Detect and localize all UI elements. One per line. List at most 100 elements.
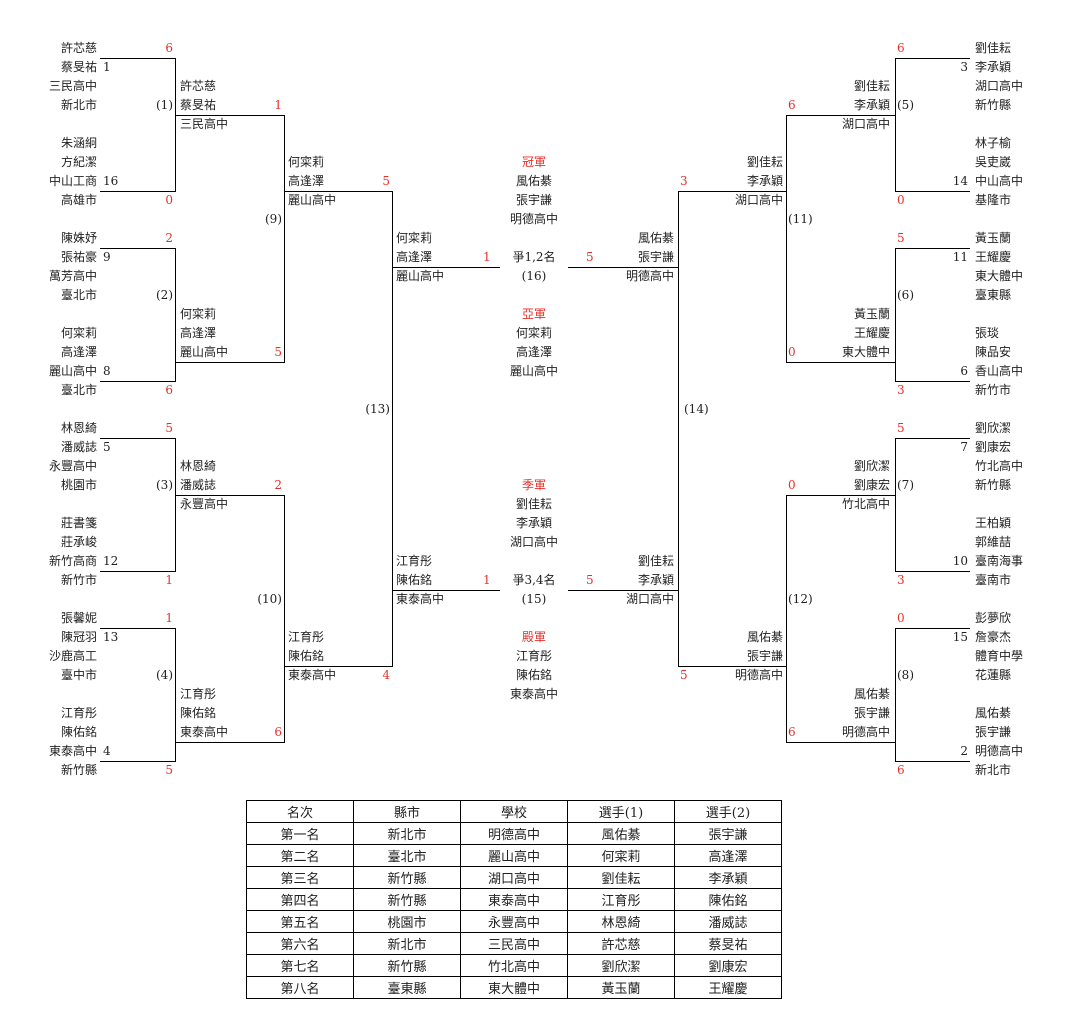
ranking-cell-city: 新北市 [353,822,461,845]
bracket-line [284,115,285,363]
entry-seed: 16 [103,174,119,188]
award-label: 季軍 [521,478,546,492]
entry-city: 新竹縣 [975,98,1012,112]
match-score: 5 [165,763,173,777]
ranking-cell-player2: 李承穎 [674,866,782,889]
winner-school: 麗山高中 [180,345,229,359]
ranking-cell-player2: 潘威誌 [674,910,782,933]
bracket-line [175,742,284,743]
match-label: (5) [897,98,914,112]
entry-seed: 12 [103,554,119,568]
match-score: 5 [897,231,905,245]
match-label: (7) [897,478,914,492]
entry-school: 中山工商 [48,174,97,188]
award-school: 東泰高中 [509,687,558,701]
entry-city: 桃園市 [60,478,97,492]
ranking-cell-city: 新竹縣 [353,866,461,889]
winner-school: 麗山高中 [288,193,337,207]
bracket-line [895,381,970,382]
match-score: 0 [788,478,796,492]
entry-player1: 莊書箋 [60,516,97,530]
entry-player1: 黃玉蘭 [975,231,1012,245]
bracket-line [175,495,284,496]
entry-school: 明德高中 [975,744,1024,758]
entry-player2: 郭維喆 [975,535,1012,549]
winner-player2: 劉康宏 [853,478,890,492]
award-player2: 陳佑銘 [515,668,552,682]
match-score: 6 [788,98,796,112]
entry-player2: 詹豪杰 [975,630,1012,644]
match-score: 1 [483,250,491,264]
match-label: (8) [897,668,914,682]
match-label: (4) [156,668,173,682]
header-school: 學校 [460,800,568,823]
bracket-line [786,115,895,116]
ranking-cell-player1: 黃玉蘭 [567,976,675,999]
match-score: 1 [274,98,282,112]
entry-school: 沙鹿高工 [48,649,97,663]
winner-school: 湖口高中 [734,193,783,207]
entry-player2: 李承穎 [975,60,1012,74]
match-label: (15) [521,592,547,606]
bracket-line [895,248,970,249]
ranking-cell-school: 明德高中 [460,822,568,845]
entry-player2: 蔡旻祐 [60,60,97,74]
entry-school: 竹北高中 [975,459,1024,473]
winner-school: 東泰高中 [180,725,229,739]
winner-player1: 何寀莉 [180,307,217,321]
match-score: 0 [897,193,905,207]
entry-school: 麗山高中 [48,364,97,378]
match-score: 1 [165,573,173,587]
winner-school: 明德高中 [625,269,674,283]
entry-seed: 10 [952,554,968,568]
entry-player1: 林子榆 [975,136,1012,150]
bracket-line [895,438,970,439]
bracket-line [175,438,176,572]
ranking-cell-rank: 第四名 [246,888,354,911]
entry-player1: 彭夢欣 [975,611,1012,625]
match-score: 3 [897,383,905,397]
bracket-line [175,248,176,382]
entry-city: 新北市 [60,98,97,112]
winner-school: 三民高中 [180,117,229,131]
match-score: 6 [897,41,905,55]
entry-player2: 方紀潔 [60,155,97,169]
ranking-row: 第五名桃園市永豐高中林恩綺潘威誌 [246,910,782,933]
entry-player1: 劉欣潔 [975,421,1012,435]
entry-player1: 江育彤 [60,706,97,720]
entry-city: 新竹市 [975,383,1012,397]
final-ranking-table: 名次 縣市 學校 選手(1) 選手(2) 第一名新北市明德高中風佑綦張宇謙第二名… [246,800,782,999]
ranking-cell-city: 臺東縣 [353,976,461,999]
match-score: 5 [382,174,390,188]
match-label: (13) [365,402,390,416]
ranking-cell-player2: 蔡旻祐 [674,932,782,955]
ranking-cell-player1: 江育彤 [567,888,675,911]
match-score: 5 [680,668,688,682]
ranking-cell-player1: 許芯慈 [567,932,675,955]
ranking-cell-player2: 陳佑銘 [674,888,782,911]
winner-player2: 高逢澤 [288,174,325,188]
winner-player2: 潘威誌 [180,478,217,492]
entry-school: 東泰高中 [48,744,97,758]
entry-player2: 張祐豪 [60,250,97,264]
match-score: 1 [483,573,491,587]
match-score: 5 [274,345,282,359]
entry-seed: 11 [952,250,968,264]
entry-seed: 8 [103,364,111,378]
winner-player2: 陳佑銘 [396,573,433,587]
bracket-line [678,666,786,667]
winner-player1: 劉佳耘 [746,155,783,169]
bracket-line [895,628,896,762]
entry-school: 三民高中 [48,79,97,93]
ranking-cell-school: 東大體中 [460,976,568,999]
ranking-cell-school: 麗山高中 [460,844,568,867]
bracket-line [786,495,895,496]
ranking-cell-school: 湖口高中 [460,866,568,889]
entry-city: 臺南市 [975,573,1012,587]
match-score: 4 [382,668,390,682]
award-school: 湖口高中 [509,535,558,549]
entry-player1: 張馨妮 [60,611,97,625]
award-label: 冠軍 [521,155,546,169]
match-score: 5 [586,250,594,264]
